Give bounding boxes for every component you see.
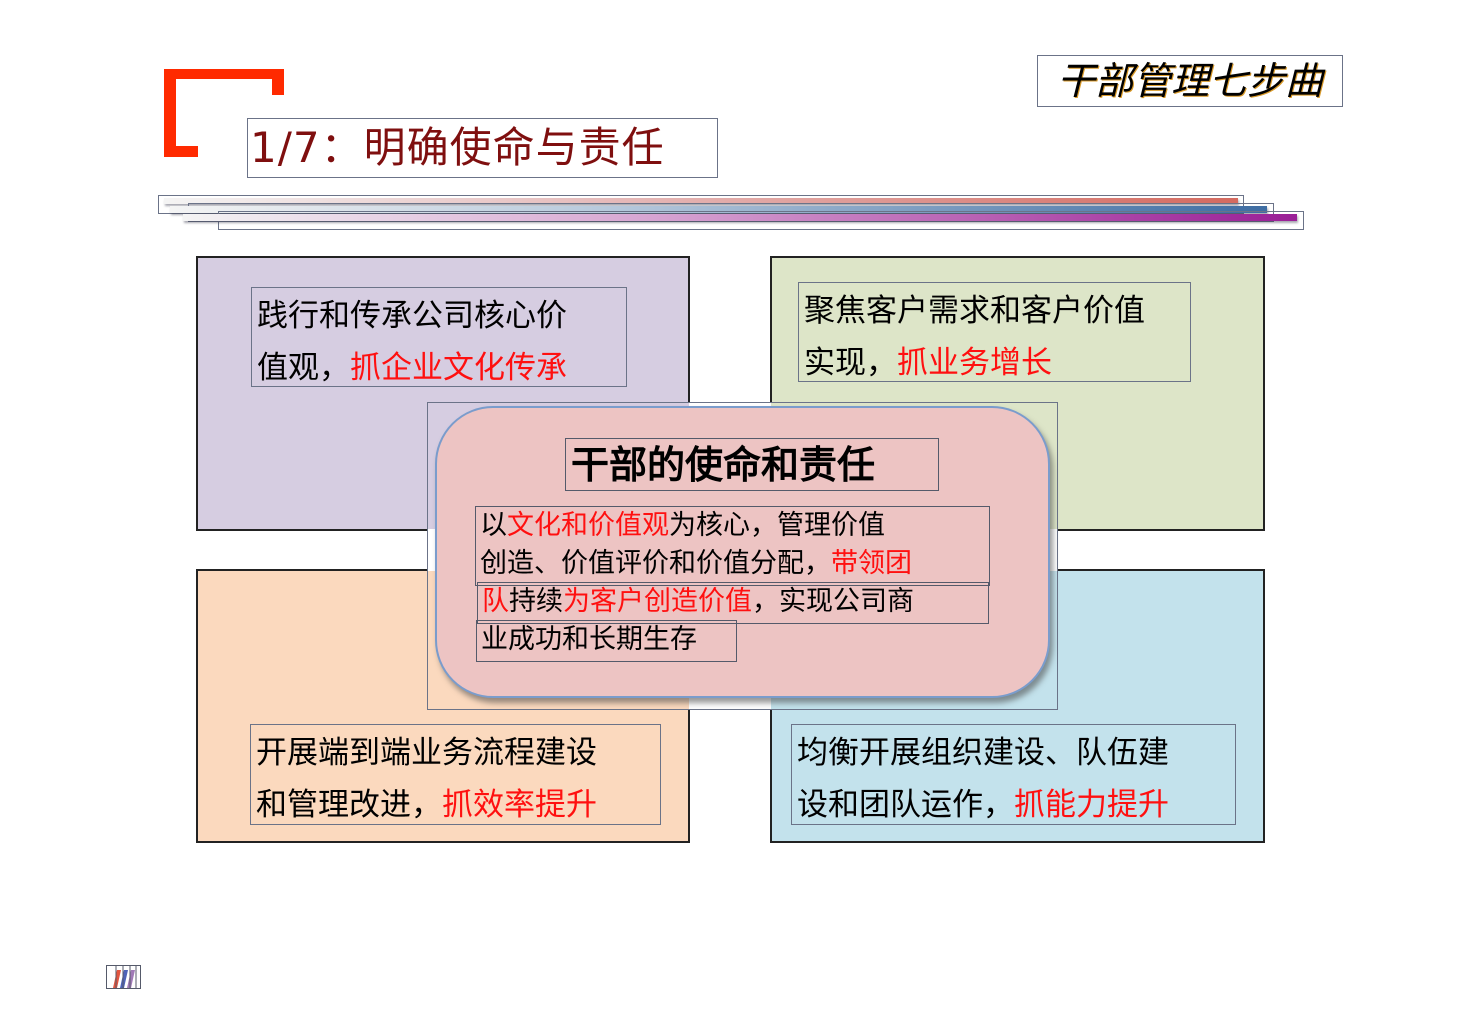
text-black: 持续 bbox=[509, 586, 563, 617]
text-line: 和管理改进，抓效率提升 bbox=[256, 779, 656, 831]
text-black: 和管理改进， bbox=[256, 787, 442, 823]
mission-text-block-1: 以文化和价值观为核心，管理价值 创造、价值评价和价值分配，带领团 bbox=[475, 506, 990, 586]
mission-text-block-2: 队持续为客户创造价值，实现公司商 bbox=[477, 582, 989, 624]
series-title: 干部管理七步曲 bbox=[1037, 55, 1343, 107]
text-highlight: 抓能力提升 bbox=[1014, 787, 1169, 823]
text-highlight: 文化和价值观 bbox=[507, 510, 669, 541]
text-black: 以 bbox=[480, 510, 507, 541]
stripes-logo-icon bbox=[106, 965, 141, 989]
bracket-right-tick bbox=[272, 69, 284, 95]
text-highlight: 为客户创造价值 bbox=[563, 586, 752, 617]
mission-line-4: 业成功和长期生存 bbox=[481, 624, 697, 655]
text-line: 设和团队运作，抓能力提升 bbox=[797, 779, 1231, 831]
decor-bar-purple bbox=[183, 214, 1297, 221]
decor-bar-blue bbox=[170, 206, 1267, 213]
mission-title: 干部的使命和责任 bbox=[565, 438, 939, 491]
text-line: 均衡开展组织建设、队伍建 bbox=[797, 735, 1169, 771]
text-line: 值观，抓企业文化传承 bbox=[257, 342, 622, 394]
text-black: 值观， bbox=[257, 350, 350, 386]
text-highlight: 抓企业文化传承 bbox=[350, 350, 567, 386]
mission-card bbox=[435, 406, 1050, 698]
text-black: 创造、价值评价和价值分配， bbox=[480, 548, 831, 579]
text-highlight: 带领团 bbox=[831, 548, 912, 579]
quadrant-efficiency-text: 开展端到端业务流程建设 和管理改进，抓效率提升 bbox=[250, 724, 661, 825]
quadrant-capability-text: 均衡开展组织建设、队伍建 设和团队运作，抓能力提升 bbox=[791, 724, 1236, 825]
decor-bar-red bbox=[164, 198, 1238, 204]
text-highlight: 抓效率提升 bbox=[442, 787, 597, 823]
center-frame bbox=[427, 402, 1058, 710]
text-line: 聚焦客户需求和客户价值 bbox=[804, 293, 1145, 329]
mission-line-3: 队持续为客户创造价值，实现公司商 bbox=[482, 583, 988, 621]
bracket-bottom-tick bbox=[164, 146, 198, 157]
text-line: 开展端到端业务流程建设 bbox=[256, 735, 597, 771]
text-line: 实现，抓业务增长 bbox=[804, 337, 1186, 389]
quadrant-business-growth-text: 聚焦客户需求和客户价值 实现，抓业务增长 bbox=[798, 282, 1191, 382]
mission-line-1: 以文化和价值观为核心，管理价值 bbox=[480, 507, 989, 545]
text-highlight: 抓业务增长 bbox=[897, 345, 1052, 381]
mission-text-block-3: 业成功和长期生存 bbox=[476, 620, 737, 662]
text-line: 践行和传承公司核心价 bbox=[257, 298, 567, 334]
text-black: 设和团队运作， bbox=[797, 787, 1014, 823]
quadrant-culture-text: 践行和传承公司核心价 值观，抓企业文化传承 bbox=[251, 287, 627, 387]
slide-title: 1/7：明确使命与责任 bbox=[247, 118, 718, 178]
text-black: 实现， bbox=[804, 345, 897, 381]
text-black: 为核心，管理价值 bbox=[669, 510, 885, 541]
text-black: ，实现公司商 bbox=[752, 586, 914, 617]
bracket-top-bar bbox=[164, 69, 284, 79]
mission-line-2: 创造、价值评价和价值分配，带领团 bbox=[480, 545, 989, 583]
text-highlight: 队 bbox=[482, 586, 509, 617]
bracket-left-bar bbox=[164, 69, 176, 157]
